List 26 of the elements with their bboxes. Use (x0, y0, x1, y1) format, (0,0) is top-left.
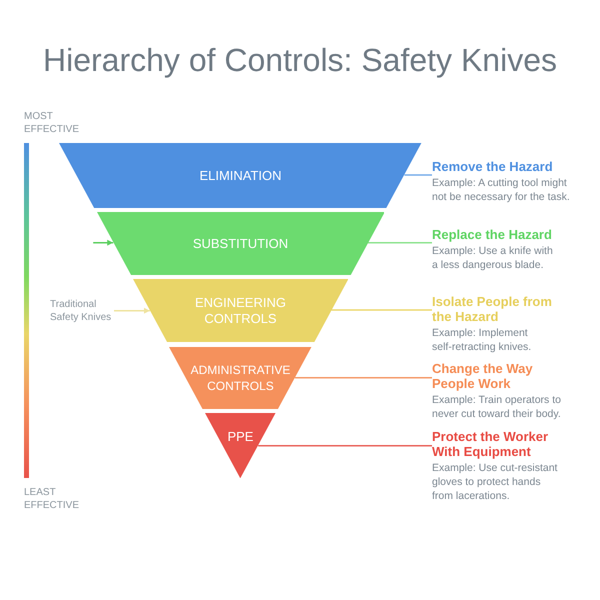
leader-line (404, 174, 432, 176)
arrow (114, 308, 150, 314)
scale-label: LEAST EFFECTIVE (24, 486, 80, 512)
heading: Isolate People from the Hazard (432, 294, 553, 324)
leader-line (368, 242, 432, 244)
arrow (93, 240, 114, 246)
heading: Replace the Hazard (432, 226, 552, 242)
example-text: Example: Train operators to never cut toward their body. (432, 393, 562, 421)
tier-label: SUBSTITUTION (192, 236, 288, 252)
leader-line (331, 309, 432, 311)
example-text: Example: Use a knife with a less dangerous blade. (432, 244, 554, 272)
leader-line (294, 376, 432, 378)
tier-label: ADMINISTRATIVE CONTROLS (190, 362, 290, 394)
heading: Protect the Worker With Equipment (432, 429, 550, 459)
annotation-text: Traditional Safety Knives (50, 298, 112, 324)
example-text: Example: Implement self-retracting knives. (432, 326, 532, 354)
leader-line (258, 444, 432, 446)
tier-label: ELIMINATION (199, 168, 282, 184)
example-text: Example: Use cut-resistant gloves to protect hands from lacerations. (432, 461, 558, 503)
scale-label: MOST EFFECTIVE (24, 110, 80, 136)
example-text: Example: A cutting tool might not be necessary for the task. (432, 176, 571, 204)
title: Hierarchy of Controls: Safety Knives (43, 41, 557, 80)
heading: Remove the Hazard (432, 159, 553, 174)
heading: Change the Way People Work (432, 361, 534, 391)
tier-label: ENGINEERING CONTROLS (194, 294, 286, 326)
tier-label: PPE (227, 429, 254, 446)
